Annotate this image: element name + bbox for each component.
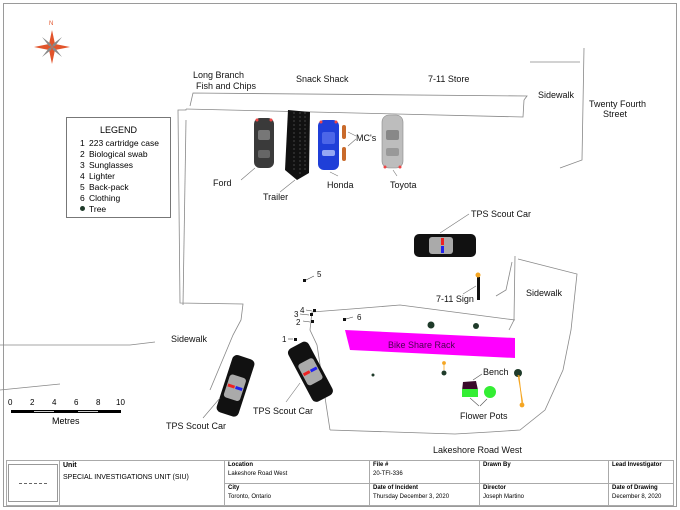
bike-share-rack-label: Bike Share Rack <box>388 340 456 350</box>
evidence-marker-4 <box>313 309 316 312</box>
date-of-incident-value: Thursday December 3, 2020 <box>373 493 450 500</box>
seven-eleven-store-label: 7-11 Store <box>428 74 470 84</box>
long-branch-label: Long Branch <box>193 70 245 80</box>
tree-icon <box>80 206 85 211</box>
tps-scout-car-top-icon <box>414 234 476 257</box>
logo-placeholder <box>8 464 58 502</box>
scale-tick: 6 <box>74 398 79 407</box>
scale-tick: 10 <box>116 398 125 407</box>
fish-and-chips-label: Fish and Chips <box>196 81 257 91</box>
bench-label: Bench <box>483 367 509 377</box>
tps-scout-car-top-label: TPS Scout Car <box>471 209 532 219</box>
sidewalk-right-label: Sidewalk <box>526 288 563 298</box>
lakeshore-road-label: Lakeshore Road West <box>433 445 522 455</box>
evidence-marker-3 <box>310 313 313 316</box>
trees <box>371 321 522 377</box>
diagram-frame <box>3 3 677 507</box>
legend-item-tree: Tree <box>67 204 170 215</box>
tps-scout-car-left-label: TPS Scout Car <box>166 421 227 431</box>
title-block: Unit SPECIAL INVESTIGATIONS UNIT (SIU) L… <box>6 460 674 506</box>
snack-shack-label: Snack Shack <box>296 74 349 84</box>
date-of-drawing-value: December 8, 2020 <box>612 493 662 500</box>
sidewalk-top-right-label: Sidewalk <box>538 90 575 100</box>
evidence-number-3: 3 <box>294 310 299 319</box>
twenty-fourth-label: Twenty Fourth <box>589 99 647 109</box>
tree-icon <box>473 323 479 329</box>
ford-label: Ford <box>213 178 232 188</box>
location-label: Location <box>228 462 253 468</box>
honda-vehicle-icon <box>318 120 339 170</box>
tree-icon <box>441 370 447 376</box>
mcs-label: MC's <box>356 133 377 143</box>
flower-pot-icon <box>484 386 496 398</box>
road-outlines <box>0 47 585 435</box>
director-label: Director <box>483 484 507 491</box>
city-value: Toronto, Ontario <box>228 493 272 500</box>
flower-pots-label: Flower Pots <box>460 411 508 421</box>
file-label: File # <box>373 462 389 468</box>
tps-scout-car-mid-icon <box>287 341 333 402</box>
lead-investigator-label: Lead Investigator <box>612 462 662 468</box>
unit-label: Unit <box>63 462 77 469</box>
scale-tick: 8 <box>96 398 101 407</box>
legend-title: LEGEND <box>99 125 137 135</box>
evidence-number-2: 2 <box>296 318 301 327</box>
honda-label: Honda <box>327 180 354 190</box>
bench-icon <box>462 381 478 397</box>
tree-icon <box>427 321 435 329</box>
seven-eleven-sign-icon <box>475 272 481 300</box>
seven-eleven-sign-label: 7-11 Sign <box>436 294 474 304</box>
unit-value: SPECIAL INVESTIGATIONS UNIT (SIU) <box>63 474 189 481</box>
bike-share-rack-shape <box>345 330 515 358</box>
evidence-number-1: 1 <box>282 335 287 344</box>
evidence-markers <box>294 279 346 341</box>
street-label: Street <box>603 109 628 119</box>
toyota-vehicle-icon <box>381 114 404 169</box>
trailer-label: Trailer <box>263 192 289 202</box>
scale-tick: 2 <box>30 398 35 407</box>
toyota-label: Toyota <box>390 180 417 190</box>
tree-icon <box>371 373 375 377</box>
leader-lines <box>469 373 488 407</box>
director-value: Joseph Martino <box>483 493 525 500</box>
motorcycle-icon <box>342 125 346 161</box>
evidence-number-4: 4 <box>300 306 305 315</box>
drawn-by-label: Drawn By <box>483 462 511 468</box>
sign-poles <box>442 361 525 408</box>
date-of-drawing-label: Date of Drawing <box>612 484 658 491</box>
evidence-marker-2 <box>311 320 314 323</box>
location-value: Lakeshore Road West <box>228 471 288 477</box>
compass-rose-icon <box>34 30 70 64</box>
date-of-incident-label: Date of Incident <box>373 484 419 491</box>
storefront-line <box>189 92 528 107</box>
evidence-marker-5 <box>303 279 306 282</box>
sidewalk-left-label: Sidewalk <box>171 334 208 344</box>
compass-north-label: N <box>49 21 54 27</box>
evidence-number-5: 5 <box>317 270 322 279</box>
scale-bar: 0 2 4 6 8 10 Metres <box>6 398 136 428</box>
logo-cell <box>6 460 60 506</box>
evidence-marker-1 <box>294 338 297 341</box>
evidence-marker-6 <box>343 318 346 321</box>
file-value: 20-TFI-336 <box>373 471 403 477</box>
city-label: City <box>228 484 240 491</box>
tps-scout-car-mid-label: TPS Scout Car <box>253 406 314 416</box>
scale-tick: 4 <box>52 398 57 407</box>
scale-unit: Metres <box>52 416 80 426</box>
tree-icon <box>514 369 522 377</box>
trailer-icon <box>285 110 310 180</box>
tps-scout-car-left-icon <box>216 355 255 417</box>
ford-vehicle-icon <box>254 118 274 168</box>
scale-tick: 0 <box>8 398 13 407</box>
evidence-number-6: 6 <box>357 313 362 322</box>
